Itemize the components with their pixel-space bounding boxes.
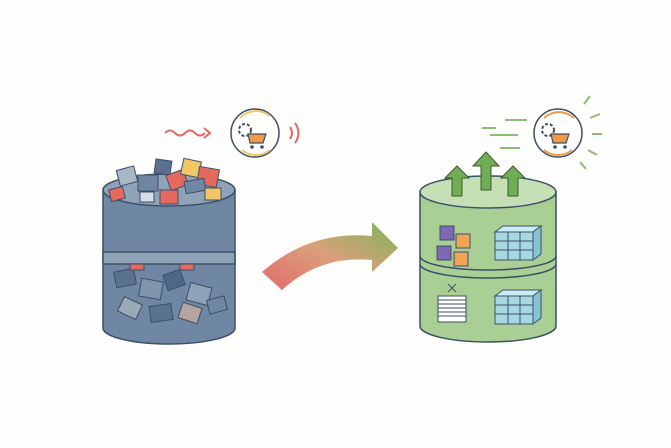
gear-cart-icon-fast (482, 95, 602, 170)
messy-data-cylinder (102, 157, 236, 345)
squiggle-arrow-icon (164, 127, 212, 139)
puzzle-icon (436, 225, 471, 267)
cart-icon (550, 133, 570, 144)
messy-fragments-bottom (112, 263, 229, 325)
upload-arrows (443, 151, 527, 197)
scissors-icon (447, 283, 457, 293)
gear-icon (541, 123, 555, 137)
burst-lines-icon (579, 95, 602, 170)
gear-cart-icon-slow (164, 108, 300, 158)
transform-arrow (262, 222, 398, 290)
cart-icon (247, 133, 267, 144)
data-cubes-icon-lower (493, 289, 543, 325)
speed-lines-icon (482, 119, 527, 149)
gear-icon (238, 123, 252, 137)
signal-waves-icon (289, 122, 300, 144)
document-stack-icon (437, 283, 467, 323)
messy-fragments-top (108, 157, 222, 205)
organized-data-cylinder (419, 151, 557, 343)
data-cubes-icon (493, 225, 543, 261)
